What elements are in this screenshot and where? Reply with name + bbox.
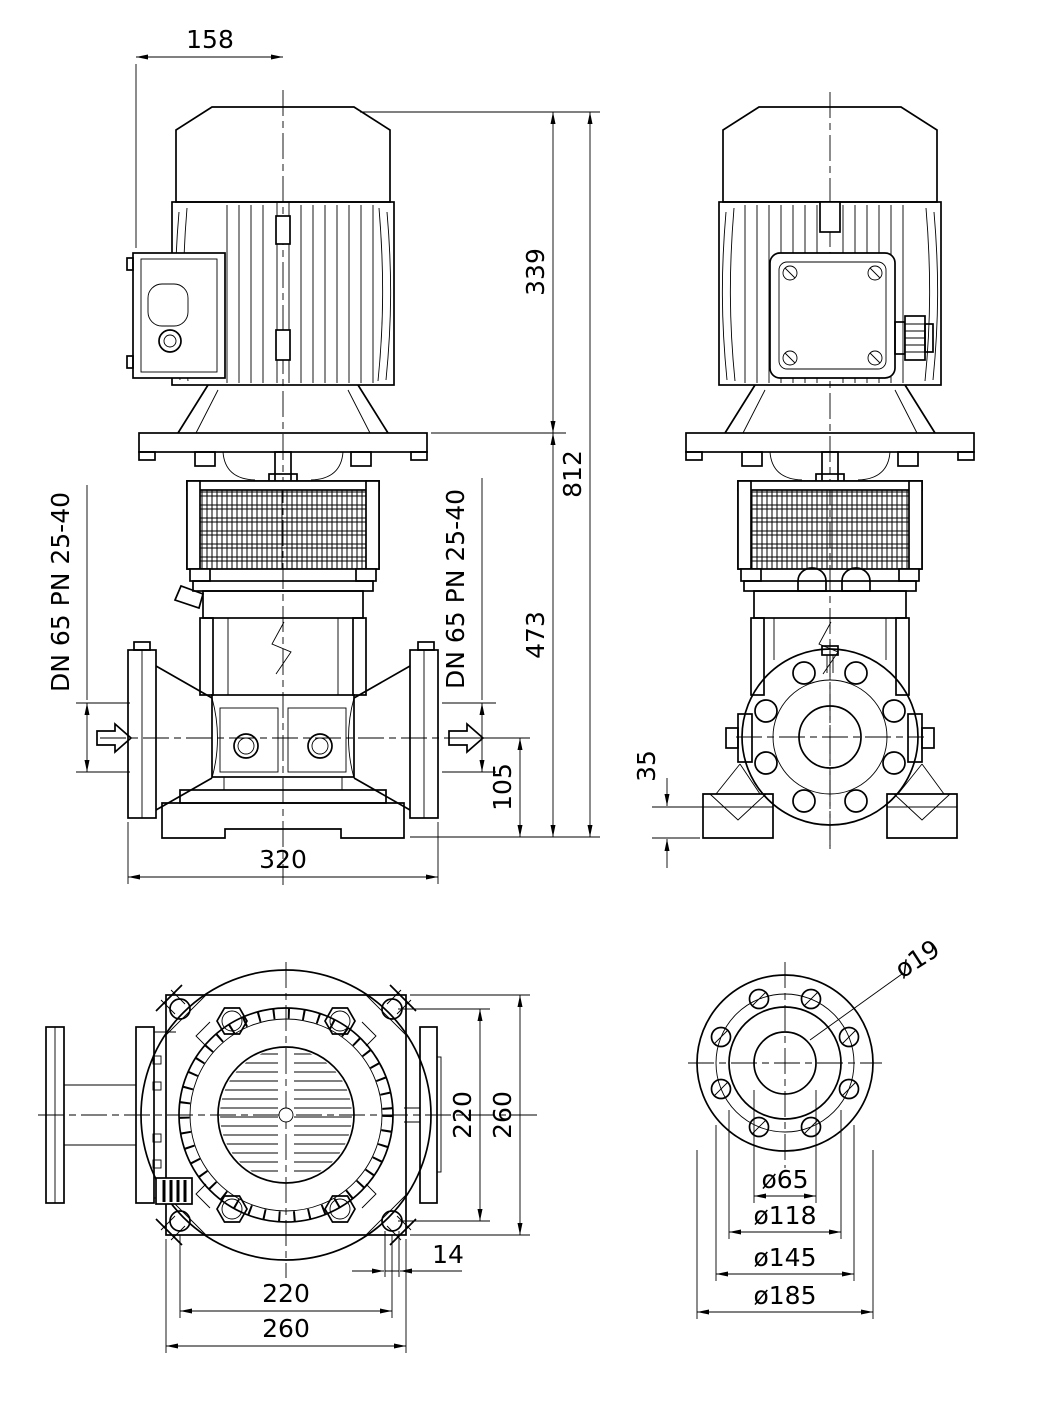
vent-slot-ring bbox=[179, 1008, 393, 1222]
cover-screws bbox=[782, 265, 883, 366]
vent-plug bbox=[841, 567, 871, 592]
motor bbox=[171, 106, 395, 386]
dimension-flange-diameters: ø65 ø118 ø145 ø185 bbox=[696, 1090, 874, 1319]
pump-column bbox=[750, 617, 910, 696]
dim-pump-height-label: 473 bbox=[521, 611, 550, 659]
fan-hub bbox=[278, 1107, 294, 1123]
drain-plug bbox=[173, 584, 205, 610]
bolt-circle bbox=[715, 993, 855, 1133]
mounting-plate bbox=[155, 984, 417, 1246]
cover-clips bbox=[195, 1021, 377, 1209]
front-view: 158 339 473 812 105 320 DN 65 PN 25-40 bbox=[46, 25, 600, 885]
side-view: 35 bbox=[632, 92, 975, 868]
dimension-plan-bottom: 14 220 260 bbox=[165, 1231, 464, 1353]
suction-flange bbox=[127, 641, 218, 819]
discharge-port-label: DN 65 PN 25-40 bbox=[441, 489, 470, 689]
seal-housing bbox=[173, 580, 374, 619]
dim-port-center-height-label: 105 bbox=[488, 763, 517, 811]
plan-view: 220 260 14 220 260 bbox=[38, 962, 540, 1353]
pump-body bbox=[211, 694, 355, 790]
discharge-port-callout: DN 65 PN 25-40 bbox=[441, 478, 496, 773]
discharge-flange-plan bbox=[404, 1026, 442, 1204]
suction-flange-plan bbox=[45, 1026, 193, 1205]
dim-slot-width-label: 14 bbox=[432, 1240, 464, 1269]
foundation-bolts bbox=[216, 1007, 356, 1223]
suction-port-callout: DN 65 PN 25-40 bbox=[46, 485, 133, 773]
motor-mounting-plate bbox=[138, 384, 428, 483]
dim-base-width-label: 320 bbox=[259, 845, 307, 874]
fill-plug bbox=[797, 567, 827, 592]
nameplate bbox=[155, 1177, 193, 1205]
seal-housing bbox=[743, 567, 917, 619]
break-line bbox=[271, 621, 292, 675]
dimension-plan-right: 220 260 bbox=[398, 994, 530, 1236]
fan-cover bbox=[140, 969, 432, 1261]
dim-bolt-circle-label: ø145 bbox=[753, 1243, 816, 1272]
flow-arrow-out-icon bbox=[448, 722, 485, 754]
break-line bbox=[818, 621, 839, 675]
terminal-box bbox=[126, 252, 226, 379]
dim-bolt-pitch-v-label: 220 bbox=[448, 1091, 477, 1139]
raised-face-circle bbox=[728, 1006, 842, 1120]
motor-fins bbox=[226, 205, 374, 383]
flow-arrow-in-icon bbox=[96, 722, 133, 754]
dim-bolt-pitch-h-label: 220 bbox=[262, 1279, 310, 1308]
dim-raised-face-label: ø118 bbox=[753, 1201, 816, 1230]
pump-feet bbox=[702, 763, 958, 839]
dim-outer-label: ø185 bbox=[753, 1281, 816, 1310]
coupling-guard bbox=[186, 480, 380, 582]
dim-bore-label: ø65 bbox=[761, 1165, 808, 1194]
motor-mounting-plate bbox=[685, 384, 975, 483]
dimension-terminal-box-offset: 158 bbox=[135, 25, 283, 248]
dimension-heights: 339 473 812 105 bbox=[360, 111, 600, 838]
bolt-holes bbox=[754, 661, 906, 813]
flange-outer-circle bbox=[696, 974, 874, 1152]
pump-base bbox=[161, 789, 405, 839]
discharge-flange-face bbox=[725, 642, 935, 846]
dim-terminal-box-offset-label: 158 bbox=[186, 25, 234, 54]
dimension-base-width: 320 bbox=[127, 822, 439, 884]
suction-port-label: DN 65 PN 25-40 bbox=[46, 492, 75, 692]
cable-gland bbox=[894, 315, 934, 361]
dim-plate-width-label: 260 bbox=[262, 1314, 310, 1343]
dim-overall-height-label: 812 bbox=[558, 450, 587, 498]
dim-foot-height-label: 35 bbox=[632, 750, 661, 782]
air-vent-bolt bbox=[821, 645, 839, 656]
bore-circle bbox=[753, 1031, 817, 1095]
bolt-holes bbox=[710, 988, 860, 1138]
discharge-flange bbox=[348, 641, 439, 819]
dim-plate-depth-label: 260 bbox=[488, 1091, 517, 1139]
coupling-guard bbox=[737, 480, 923, 582]
flange-view: ø19 ø65 ø118 ø145 ø185 bbox=[688, 934, 945, 1319]
terminal-box-front bbox=[769, 252, 934, 379]
dimension-foot-height: 35 bbox=[632, 750, 706, 868]
dim-motor-height-label: 339 bbox=[521, 248, 550, 296]
